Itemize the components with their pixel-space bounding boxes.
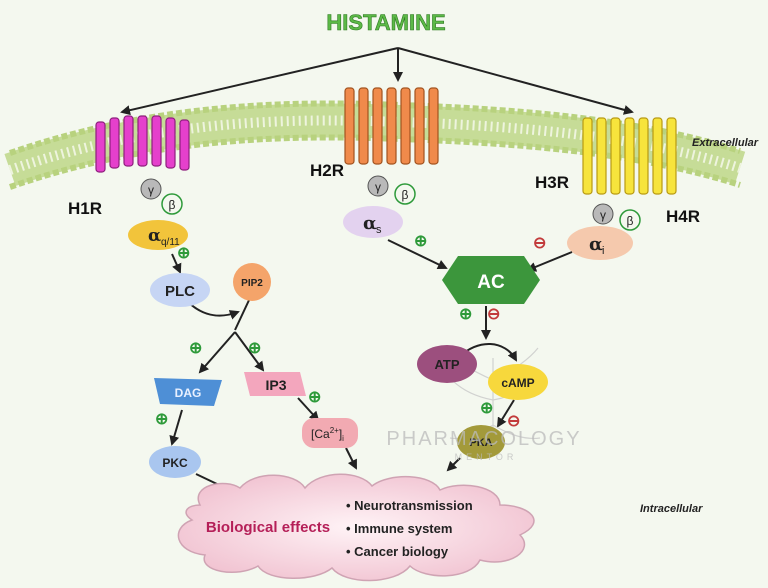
plus-sign: ⊕ — [177, 245, 190, 262]
plus-signs: ⊕ ⊕ ⊕ ⊕ ⊕ ⊕ ⊕ ⊕ — [155, 233, 493, 428]
h3-g-protein: γ β α i — [567, 203, 641, 260]
svg-text:β: β — [402, 188, 409, 202]
watermark-subtitle: MENTOR — [455, 452, 518, 462]
effect-item-neurotransmission: • Neurotransmission — [346, 498, 473, 513]
h3r-label: H3R — [535, 173, 569, 192]
h1-g-protein: γ β α q/11 — [128, 178, 188, 250]
pip2-label: PIP2 — [241, 278, 263, 289]
svg-text:γ: γ — [600, 208, 606, 222]
svg-text:α: α — [589, 234, 603, 255]
pkc-node — [149, 446, 201, 478]
biological-effects-cloud — [177, 473, 535, 582]
watermark-title: PHARMACOLOGY — [386, 428, 581, 450]
ac-node — [442, 256, 540, 304]
h4r-label: H4R — [666, 207, 700, 226]
svg-text:s: s — [376, 224, 382, 236]
extracellular-label: Extracellular — [692, 137, 759, 149]
h2-g-protein: γ β α s — [343, 175, 416, 238]
plus-sign: ⊕ — [459, 306, 472, 323]
dag-label: DAG — [175, 386, 202, 400]
svg-text:α: α — [363, 213, 377, 234]
diagram-title: HISTAMINE — [326, 10, 445, 35]
svg-text:i: i — [602, 245, 604, 257]
ip3-node — [244, 372, 306, 396]
pka-label: PKA — [469, 437, 492, 449]
plus-sign: ⊕ — [155, 411, 168, 428]
histamine-arrows — [120, 47, 634, 116]
svg-text:α: α — [148, 226, 161, 246]
plus-sign: ⊕ — [248, 340, 261, 357]
svg-text:q/11: q/11 — [161, 237, 180, 248]
plc-node — [150, 273, 210, 307]
plus-sign: ⊕ — [189, 340, 202, 357]
minus-sign: ⊖ — [487, 306, 500, 323]
pkc-label: PKC — [162, 456, 188, 470]
calcium-label: [Ca2+]i — [311, 426, 344, 443]
atp-label: ATP — [434, 357, 459, 372]
pka-node — [457, 425, 505, 459]
svg-text:β: β — [169, 198, 176, 212]
intracellular-label: Intracellular — [640, 503, 703, 515]
h1r-receptor — [95, 115, 190, 173]
minus-sign: ⊖ — [533, 235, 546, 252]
ip3-label: IP3 — [265, 377, 286, 393]
calcium-node — [302, 418, 358, 448]
plus-sign: ⊕ — [414, 233, 427, 250]
atp-node — [417, 345, 477, 383]
dag-node — [154, 378, 222, 406]
plus-sign: ⊕ — [480, 400, 493, 417]
camp-label: cAMP — [501, 376, 534, 390]
h2r-receptor — [344, 87, 439, 165]
effect-item-cancer-biology: • Cancer biology — [346, 544, 449, 559]
ac-label: AC — [477, 272, 505, 293]
pip2-node — [233, 263, 271, 301]
h3r-receptor — [582, 117, 677, 195]
svg-text:γ: γ — [375, 180, 381, 194]
minus-sign: ⊖ — [507, 413, 520, 430]
svg-text:β: β — [627, 214, 634, 228]
minus-signs: ⊖ ⊖ ⊖ — [487, 235, 546, 430]
camp-node — [488, 364, 548, 400]
effect-item-immune-system: • Immune system — [346, 521, 452, 536]
biological-effects-label: Biological effects — [206, 519, 330, 536]
svg-text:γ: γ — [148, 183, 154, 197]
plc-label: PLC — [165, 283, 195, 300]
plus-sign: ⊕ — [308, 389, 321, 406]
h2r-label: H2R — [310, 161, 344, 180]
h1r-label: H1R — [68, 199, 102, 218]
